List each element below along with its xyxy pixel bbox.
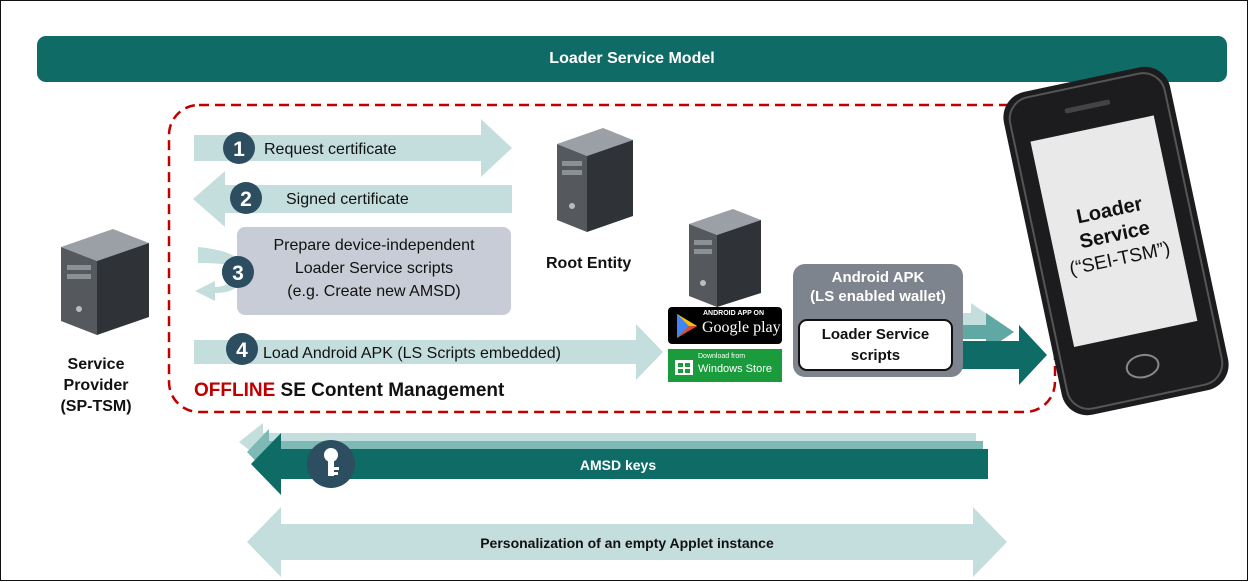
step-3-line-1: Prepare device-independent: [273, 237, 475, 254]
apk-arrow-light: [956, 303, 997, 339]
windows-store-big-text: Windows Store: [698, 363, 772, 375]
server-icon: [557, 128, 633, 232]
title-bar: Loader Service Model: [37, 36, 1227, 82]
offline-label: OFFLINE SE Content Management: [194, 380, 504, 402]
loader-service-scripts-box: Loader Service scripts: [798, 319, 953, 371]
smartphone-icon: Loader Service (“SEI-TSM”): [1003, 66, 1229, 416]
amsd-keys-arrow: [251, 433, 988, 495]
google-play-big-text: Google play: [702, 319, 781, 336]
windows-store-small-text: Download from: [698, 353, 746, 360]
diagram-title: Loader Service Model: [549, 50, 715, 67]
apk-title: Android APK (LS enabled wallet): [793, 268, 963, 306]
service-provider-line-1: Service: [67, 356, 125, 373]
step-3-badge-overlay: 3: [222, 256, 254, 288]
server-icon: [61, 229, 149, 335]
step-3-number-overlay: 3: [232, 262, 244, 285]
load-apk-arrow: [194, 324, 663, 380]
service-provider-line-3: (SP-TSM): [60, 398, 132, 415]
service-provider-label: Service Provider (SP-TSM): [41, 354, 151, 417]
root-entity-label: Root Entity: [546, 255, 632, 272]
apk-inner-line-2: scripts: [850, 347, 901, 364]
windows-store-badge: Download from Windows Store: [668, 349, 782, 382]
step-2-number: 2: [240, 188, 252, 211]
google-play-badge: ANDROID APP ON Google play: [668, 307, 782, 344]
request-certificate-arrow: [194, 119, 512, 177]
prepare-scripts-box: Prepare device-independent Loader Servic…: [237, 227, 511, 315]
windows-store-icon: [675, 360, 693, 375]
apk-title-line-2: (LS enabled wallet): [810, 288, 946, 305]
step-1-badge: 1: [223, 132, 255, 164]
offline-label-highlight: OFFLINE: [194, 380, 276, 401]
step-1-label: Request certificate: [264, 141, 397, 158]
server-icon: [689, 209, 761, 307]
signed-certificate-arrow: [193, 171, 512, 227]
step-4-badge: 4: [226, 333, 258, 365]
personalization-label: Personalization of an empty Applet insta…: [480, 535, 774, 551]
apk-arrow-mid: [959, 313, 1014, 351]
step-4-label: Load Android APK (LS Scripts embedded): [263, 345, 561, 362]
android-apk-box: Android APK (LS enabled wallet) Loader S…: [793, 264, 963, 377]
apk-title-line-1: Android APK: [831, 269, 925, 286]
google-play-small-text: ANDROID APP ON: [703, 310, 765, 317]
apk-arrow-dark: [956, 325, 1047, 385]
personalization-arrow: [247, 507, 1007, 577]
step-4-number: 4: [236, 339, 248, 362]
key-icon: [307, 440, 355, 488]
apk-inner-line-1: Loader Service: [821, 326, 930, 343]
step-3-line-3: (e.g. Create new AMSD): [287, 283, 461, 300]
google-play-icon: [677, 314, 697, 338]
prepare-scripts-arrow-bottom: [195, 271, 239, 301]
step-2-label: Signed certificate: [286, 191, 409, 208]
step-1-number: 1: [233, 138, 245, 161]
step-3-line-2: Loader Service scripts: [294, 260, 454, 277]
amsd-keys-label: AMSD keys: [580, 457, 656, 473]
step-2-badge: 2: [230, 182, 262, 214]
service-provider-line-2: Provider: [63, 377, 129, 394]
offline-label-rest: SE Content Management: [275, 380, 505, 401]
